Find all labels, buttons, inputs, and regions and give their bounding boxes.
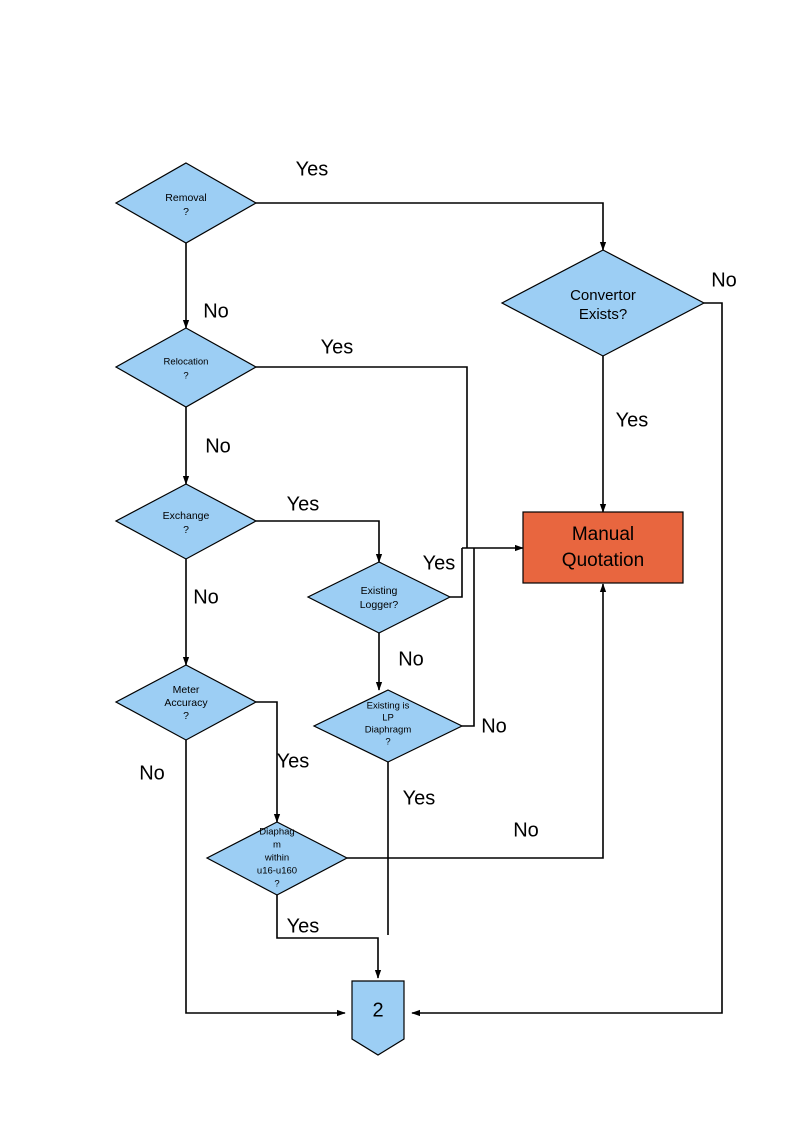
node-meter-accuracy-line1: Meter xyxy=(173,684,200,696)
node-existing-logger-line1: Existing xyxy=(361,585,398,597)
edge-convertor-exists-no xyxy=(411,302,723,1017)
edge-relocation-yes xyxy=(256,366,468,548)
edge-label-removal-no: No xyxy=(203,300,229,322)
node-convertor-exists-line2: Exists? xyxy=(579,306,627,323)
edge-label-convertor-exists-no: No xyxy=(711,269,737,291)
node-connector-2[interactable]: 2 xyxy=(351,980,405,1056)
edge-label-existing-logger-yes: Yes xyxy=(423,552,456,574)
edge-diaphagm-within-yes xyxy=(276,895,382,979)
node-existing-lp-diaphragm-line4: ? xyxy=(385,737,390,748)
edges-layer xyxy=(182,202,723,1017)
edge-label-lp-diaphragm-no: No xyxy=(481,715,507,737)
edge-label-exchange-no: No xyxy=(193,586,219,608)
edge-label-exchange-yes: Yes xyxy=(287,493,320,515)
edge-label-convertor-exists-yes: Yes xyxy=(616,409,649,431)
node-manual-quotation-line1: Manual xyxy=(572,524,634,545)
node-manual-quotation-line2: Quotation xyxy=(562,550,644,571)
node-diaphagm-within-line2: m xyxy=(273,840,281,851)
node-meter-accuracy-line2: Accuracy xyxy=(164,697,208,709)
node-exchange-line1: Exchange xyxy=(163,510,210,522)
node-diaphagm-within-line5: ? xyxy=(274,879,279,890)
node-exchange-line2: ? xyxy=(183,524,189,536)
node-existing-lp-diaphragm[interactable]: Existing is LP Diaphragm ? xyxy=(312,689,464,763)
node-meter-accuracy[interactable]: Meter Accuracy ? xyxy=(114,664,258,741)
node-diaphagm-within[interactable]: Diaphag m within u16-u160 ? xyxy=(205,821,349,896)
edge-label-diaphagm-within-yes: Yes xyxy=(287,915,320,937)
node-manual-quotation[interactable]: Manual Quotation xyxy=(522,511,684,584)
node-existing-lp-diaphragm-line2: LP xyxy=(382,713,394,724)
node-relocation-line1: Relocation xyxy=(164,357,209,368)
edge-label-relocation-no: No xyxy=(205,435,231,457)
node-removal-line2: ? xyxy=(183,206,189,218)
node-existing-logger[interactable]: Existing Logger? xyxy=(306,561,452,634)
node-convertor-exists-line1: Convertor xyxy=(570,287,636,304)
edge-lp-diaphragm-no xyxy=(462,548,475,727)
edge-meter-accuracy-no xyxy=(185,740,346,1017)
node-exchange[interactable]: Exchange ? xyxy=(114,483,258,560)
node-existing-logger-line2: Logger? xyxy=(360,599,399,611)
node-diaphagm-within-line3: within xyxy=(264,853,289,864)
edge-labels-layer: Yes No Yes No Yes No Yes No No Yes Yes N… xyxy=(139,158,737,937)
node-relocation[interactable]: Relocation ? xyxy=(114,327,258,408)
edge-exchange-yes xyxy=(256,520,383,563)
node-existing-lp-diaphragm-line1: Existing is xyxy=(367,701,410,712)
edge-label-relocation-yes: Yes xyxy=(321,336,354,358)
node-diaphagm-within-line4: u16-u160 xyxy=(257,866,297,877)
edge-label-removal-yes: Yes xyxy=(296,158,329,180)
node-existing-lp-diaphragm-line3: Diaphragm xyxy=(365,725,412,736)
edge-label-meter-accuracy-no: No xyxy=(139,762,165,784)
nodes-layer: Removal ? Relocation ? Exchange ? Meter … xyxy=(114,162,706,1056)
node-removal[interactable]: Removal ? xyxy=(114,162,258,244)
edge-removal-yes xyxy=(256,202,607,251)
edge-label-existing-logger-no: No xyxy=(398,648,424,670)
node-removal-line1: Removal xyxy=(165,192,206,204)
node-relocation-line2: ? xyxy=(183,371,188,382)
node-diaphagm-within-line1: Diaphag xyxy=(259,827,294,838)
edge-label-lp-diaphragm-yes: Yes xyxy=(403,787,436,809)
node-meter-accuracy-line3: ? xyxy=(183,710,189,722)
node-connector-2-label: 2 xyxy=(372,999,383,1021)
edge-diaphagm-within-no xyxy=(347,583,607,859)
edge-meter-accuracy-yes xyxy=(256,701,281,823)
edge-existing-logger-yes xyxy=(450,548,463,598)
edge-label-meter-accuracy-yes: Yes xyxy=(277,750,310,772)
node-convertor-exists[interactable]: Convertor Exists? xyxy=(500,249,706,357)
edge-label-diaphagm-within-no: No xyxy=(513,819,539,841)
